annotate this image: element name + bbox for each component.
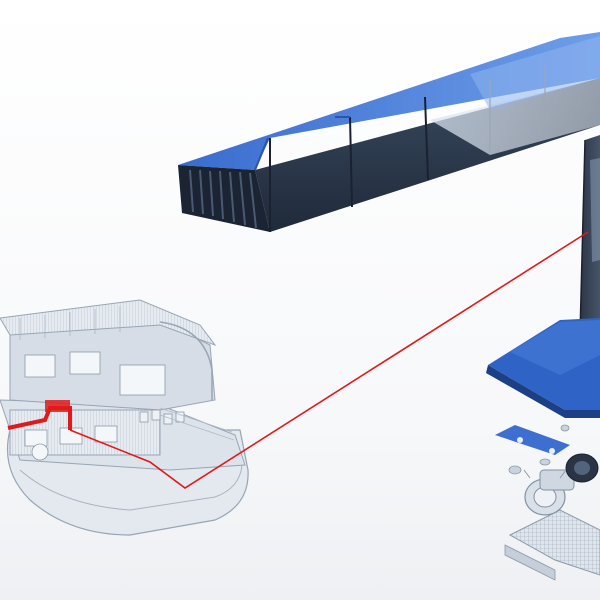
fittings <box>508 424 570 475</box>
fan-unit <box>504 453 600 581</box>
ventilation-duct <box>178 32 600 232</box>
equipment-platform <box>486 318 600 455</box>
route-line <box>69 231 589 489</box>
vertical-shaft <box>579 135 600 336</box>
ship-model <box>0 299 249 536</box>
